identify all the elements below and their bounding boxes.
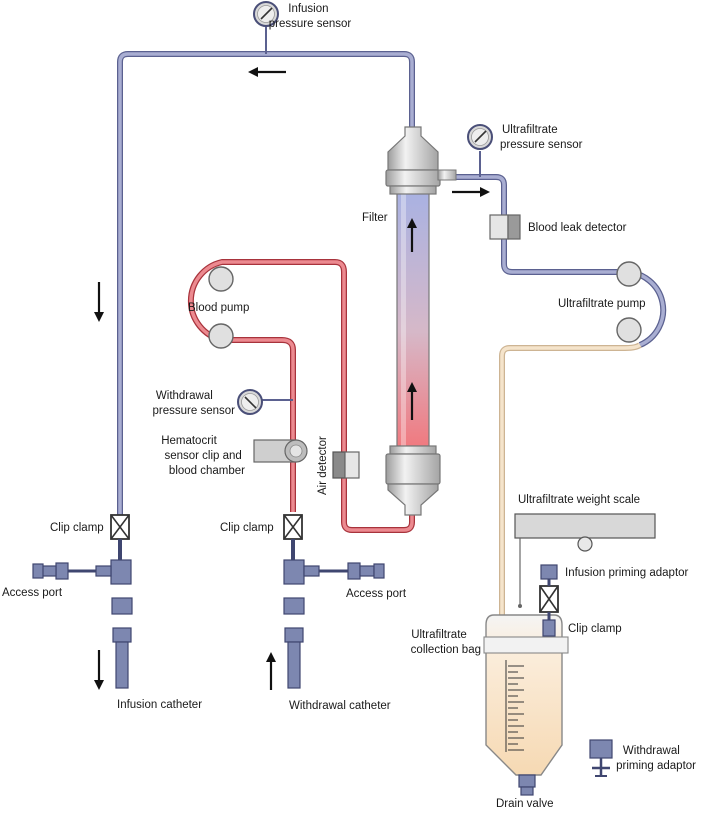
label-access-port-left: Access port xyxy=(2,587,63,599)
left-connector-assembly xyxy=(32,539,133,689)
infusion-pressure-gauge-icon xyxy=(253,1,279,27)
label-hematocrit-sensor: Hematocrit sensor clip and blood chamber xyxy=(161,435,245,477)
label-withdrawal-catheter: Withdrawal catheter xyxy=(289,700,391,712)
infusion-priming-adaptor-icon xyxy=(540,564,558,637)
label-ultrafiltrate-pressure-sensor: Ultrafiltrate pressure sensor xyxy=(500,124,583,151)
label-blood-leak-detector: Blood leak detector xyxy=(528,222,627,234)
hematocrit-sensor-clip xyxy=(253,439,308,463)
air-detector xyxy=(332,451,360,479)
ultrafiltrate-pressure-gauge-icon xyxy=(467,124,493,150)
label-blood-pump: Blood pump xyxy=(188,302,249,314)
label-clip-clamp-mid: Clip clamp xyxy=(220,522,274,534)
label-ultrafiltrate-weight-scale: Ultrafiltrate weight scale xyxy=(518,494,640,506)
label-clip-clamp-left: Clip clamp xyxy=(50,522,104,534)
clip-clamp-right-icon xyxy=(539,585,559,613)
withdrawal-pressure-gauge-icon xyxy=(237,389,263,415)
clip-clamp-left-icon xyxy=(110,514,130,540)
blood-leak-detector xyxy=(489,214,521,240)
label-access-port-right: Access port xyxy=(346,588,407,600)
mid-connector-assembly xyxy=(283,539,385,689)
label-withdrawal-priming-adaptor: Withdrawal priming adaptor xyxy=(616,745,696,772)
label-infusion-priming-adaptor: Infusion priming adaptor xyxy=(565,567,689,579)
label-ultrafiltrate-collection-bag: Ultrafiltrate collection bag xyxy=(411,629,481,656)
ultrafiltrate-weight-scale xyxy=(514,513,656,608)
label-drain-valve: Drain valve xyxy=(496,798,554,810)
withdrawal-priming-adaptor-icon xyxy=(589,739,613,777)
label-filter: Filter xyxy=(362,212,388,224)
drain-valve-icon xyxy=(518,774,536,796)
label-infusion-catheter: Infusion catheter xyxy=(117,699,202,711)
label-clip-clamp-right: Clip clamp xyxy=(568,623,622,635)
label-ultrafiltrate-pump: Ultrafiltrate pump xyxy=(558,298,646,310)
ultrafiltrate-collection-bag xyxy=(483,614,569,776)
label-air-detector: Air detector xyxy=(317,436,329,495)
ultrafiltrate-pump-rollers xyxy=(616,261,642,343)
clip-clamp-mid-icon xyxy=(283,514,303,540)
blood-pump-rollers xyxy=(208,266,234,349)
filter xyxy=(385,126,457,516)
label-withdrawal-pressure-sensor: Withdrawal pressure sensor xyxy=(153,390,236,417)
label-infusion-pressure-sensor: Infusion pressure sensor xyxy=(269,3,352,30)
